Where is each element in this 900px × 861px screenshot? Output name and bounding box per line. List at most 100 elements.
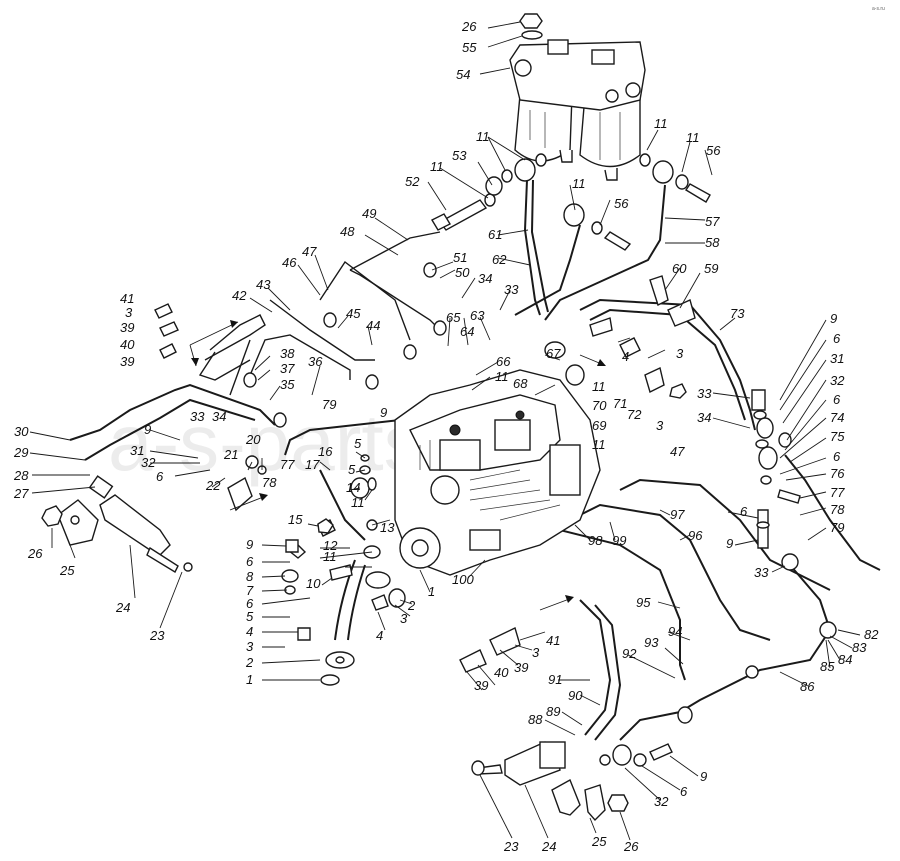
callout-26: 26 (27, 546, 43, 561)
callout-79: 79 (830, 520, 844, 535)
injection-pump-body (394, 369, 601, 576)
callout-11: 11 (654, 116, 668, 131)
callout-47: 47 (670, 444, 685, 459)
callout-28: 28 (13, 468, 29, 483)
callout-11: 11 (686, 130, 700, 145)
callout-39: 39 (120, 320, 134, 335)
callout-3: 3 (656, 418, 664, 433)
callout-5: 5 (246, 609, 254, 624)
callout-23: 23 (503, 839, 519, 854)
callout-3: 3 (400, 611, 408, 626)
callout-97: 97 (670, 507, 685, 522)
callout-41: 41 (546, 633, 560, 648)
callout-39: 39 (120, 354, 134, 369)
callout-17: 17 (305, 457, 320, 472)
callout-6: 6 (246, 596, 254, 611)
callout-26: 26 (461, 19, 477, 34)
callout-78: 78 (830, 502, 845, 517)
direction-arrows (189, 320, 606, 611)
callout-39: 39 (514, 660, 528, 675)
callout-3: 3 (246, 639, 254, 654)
callout-68: 68 (513, 376, 528, 391)
callout-57: 57 (705, 214, 720, 229)
callout-11: 11 (323, 549, 337, 564)
callout-4: 4 (246, 624, 253, 639)
callout-66: 66 (496, 354, 511, 369)
corner-mark: a-s.ru (872, 6, 885, 12)
callout-54: 54 (456, 67, 470, 82)
callout-24: 24 (115, 600, 130, 615)
callout-82: 82 (864, 627, 879, 642)
callout-84: 84 (838, 652, 852, 667)
callout-65: 65 (446, 310, 461, 325)
callout-33: 33 (504, 282, 519, 297)
callout-6: 6 (740, 504, 748, 519)
callout-33: 33 (190, 409, 205, 424)
callout-75: 75 (830, 429, 845, 444)
callout-34: 34 (212, 409, 226, 424)
callout-11: 11 (476, 129, 490, 144)
callout-59: 59 (704, 261, 718, 276)
callout-9: 9 (726, 536, 733, 551)
callout-92: 92 (622, 646, 637, 661)
callout-33: 33 (697, 386, 712, 401)
callout-9: 9 (246, 537, 253, 552)
callout-39: 39 (474, 678, 488, 693)
callout-labels: 26 55 54 11 53 11 52 11 11 11 56 56 57 5… (13, 19, 879, 854)
callout-71: 71 (613, 396, 627, 411)
callout-4: 4 (622, 349, 629, 364)
callout-35: 35 (280, 377, 295, 392)
callout-98: 98 (588, 533, 603, 548)
callout-29: 29 (13, 445, 28, 460)
callout-11: 11 (351, 495, 365, 510)
callout-85: 85 (820, 659, 835, 674)
callout-25: 25 (59, 563, 75, 578)
callout-32: 32 (141, 455, 156, 470)
callout-33: 33 (754, 565, 769, 580)
callout-53: 53 (452, 148, 467, 163)
callout-6: 6 (680, 784, 688, 799)
callout-6: 6 (833, 449, 841, 464)
callout-56: 56 (614, 196, 629, 211)
callout-9: 9 (830, 311, 837, 326)
callout-20: 20 (245, 432, 261, 447)
callout-52: 52 (405, 174, 420, 189)
callout-91: 91 (548, 672, 562, 687)
callout-64: 64 (460, 324, 474, 339)
callout-77: 77 (280, 457, 295, 472)
callout-50: 50 (455, 265, 470, 280)
callout-27: 27 (13, 486, 29, 501)
callout-60: 60 (672, 261, 687, 276)
callout-96: 96 (688, 528, 703, 543)
callout-1: 1 (428, 584, 435, 599)
fuel-filter-assembly (509, 39, 646, 181)
callout-55: 55 (462, 40, 477, 55)
callout-9: 9 (144, 422, 151, 437)
callout-42: 42 (232, 288, 247, 303)
callout-10: 10 (306, 576, 321, 591)
callout-1: 1 (246, 672, 253, 687)
callout-90: 90 (568, 688, 583, 703)
callout-3: 3 (532, 645, 540, 660)
callout-24: 24 (541, 839, 556, 854)
callout-32: 32 (654, 794, 669, 809)
callout-77: 77 (830, 485, 845, 500)
callout-13: 13 (380, 520, 395, 535)
callout-6: 6 (833, 331, 841, 346)
callout-93: 93 (644, 635, 659, 650)
callout-41: 41 (120, 291, 134, 306)
callout-23: 23 (149, 628, 165, 643)
callout-79: 79 (322, 397, 336, 412)
callout-11: 11 (572, 176, 586, 191)
callout-16: 16 (318, 444, 333, 459)
callout-14: 14 (346, 480, 360, 495)
callout-6: 6 (156, 469, 164, 484)
callout-51: 51 (453, 250, 467, 265)
callout-34: 34 (697, 410, 711, 425)
callout-72: 72 (627, 407, 642, 422)
callout-62: 62 (492, 252, 507, 267)
callout-94: 94 (668, 624, 682, 639)
callout-89: 89 (546, 704, 560, 719)
callout-48: 48 (340, 224, 355, 239)
